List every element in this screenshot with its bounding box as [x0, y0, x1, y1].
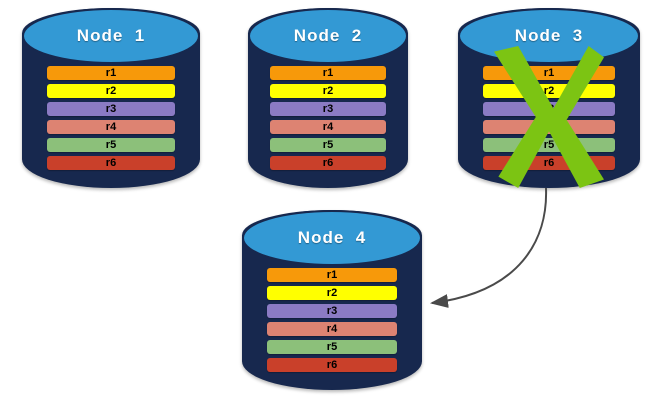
- record-row[interactable]: r2: [270, 84, 386, 98]
- record-row-list: r1 r2 r3 r4 r5 r6: [248, 66, 408, 170]
- record-row[interactable]: r4: [267, 322, 397, 336]
- record-row[interactable]: r2: [483, 84, 615, 98]
- record-row[interactable]: r3: [270, 102, 386, 116]
- record-row[interactable]: r6: [267, 358, 397, 372]
- record-row[interactable]: r1: [46, 66, 176, 80]
- record-row-list: r1 r2 r3 r4 r5 r6: [22, 66, 200, 170]
- node-cylinder-1[interactable]: Node 1 r1 r2 r3 r4 r5 r6: [22, 8, 200, 188]
- node-cylinder-3[interactable]: Node 3 r1 r2 r3 r4 r5 r6: [458, 8, 640, 188]
- record-row[interactable]: r5: [483, 138, 615, 152]
- cylinder-top-ellipse: [242, 210, 422, 266]
- node-title: Node 3: [514, 26, 584, 45]
- record-row[interactable]: r5: [267, 340, 397, 354]
- record-row[interactable]: r1: [270, 66, 386, 80]
- cylinder-top-ellipse: [22, 8, 200, 64]
- failover-arrow: [430, 187, 548, 308]
- record-row[interactable]: r1: [267, 268, 397, 282]
- node-cylinder-4[interactable]: Node 4 r1 r2 r3 r4 r5 r6: [242, 210, 422, 390]
- record-row-list: r1 r2 r3 r4 r5 r6: [242, 268, 422, 372]
- record-row[interactable]: r4: [483, 120, 615, 134]
- record-row-list: r1 r2 r3 r4 r5 r6: [458, 66, 640, 170]
- node-cylinder-2[interactable]: Node 2 r1 r2 r3 r4 r5 r6: [248, 8, 408, 188]
- record-row[interactable]: r6: [483, 156, 615, 170]
- record-row[interactable]: r6: [270, 156, 386, 170]
- record-row[interactable]: r3: [483, 102, 615, 116]
- record-row[interactable]: r2: [46, 84, 176, 98]
- node-title: Node 2: [293, 26, 363, 45]
- cylinder-top-ellipse: [248, 8, 408, 64]
- record-row[interactable]: r5: [46, 138, 176, 152]
- record-row[interactable]: r6: [46, 156, 176, 170]
- record-row[interactable]: r3: [46, 102, 176, 116]
- record-row[interactable]: r4: [46, 120, 176, 134]
- record-row[interactable]: r2: [267, 286, 397, 300]
- record-row[interactable]: r5: [270, 138, 386, 152]
- record-row[interactable]: r1: [483, 66, 615, 80]
- record-row[interactable]: r4: [270, 120, 386, 134]
- node-title: Node 1: [76, 26, 146, 45]
- node-title: Node 4: [297, 228, 367, 247]
- record-row[interactable]: r3: [267, 304, 397, 318]
